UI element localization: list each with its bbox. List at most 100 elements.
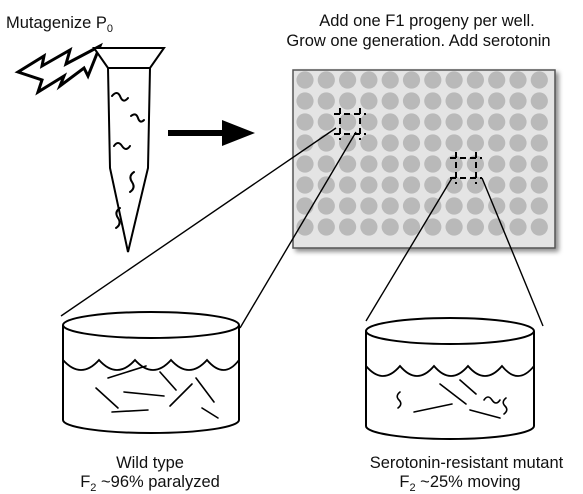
well [509, 197, 527, 215]
well [445, 71, 463, 89]
well [360, 113, 378, 131]
well [381, 113, 399, 131]
well [445, 197, 463, 215]
well [296, 218, 314, 236]
mut-title: Serotonin-resistant mutant [369, 454, 564, 472]
well [381, 218, 399, 236]
well [530, 92, 548, 110]
well [317, 197, 335, 215]
well [339, 92, 357, 110]
well [488, 92, 506, 110]
well [360, 197, 378, 215]
well [317, 218, 335, 236]
well [402, 155, 421, 173]
well [530, 155, 548, 173]
well [360, 92, 378, 110]
well [317, 71, 335, 89]
step2-line2: Grow one generation. Add serotonin [286, 32, 551, 50]
well [530, 71, 548, 89]
well [360, 155, 378, 173]
well [381, 155, 399, 173]
well [509, 113, 527, 131]
well [317, 155, 335, 173]
mut-stat: F2 ~25% moving [399, 473, 521, 494]
well [530, 197, 548, 215]
well [466, 218, 484, 236]
well [360, 71, 378, 89]
well [402, 218, 421, 236]
well [509, 218, 527, 236]
well [339, 71, 357, 89]
highlight-well-2 [450, 152, 482, 184]
well [445, 92, 463, 110]
well [488, 113, 506, 131]
dish-icon [62, 311, 240, 434]
well [339, 176, 357, 194]
well [466, 92, 484, 110]
well [381, 134, 399, 152]
dish-icon [365, 317, 535, 440]
well [402, 197, 421, 215]
well [402, 92, 421, 110]
tube-icon [92, 47, 166, 253]
well [381, 71, 399, 89]
well [424, 134, 442, 152]
well [466, 176, 484, 194]
well [509, 92, 527, 110]
well [466, 113, 484, 131]
well [360, 218, 378, 236]
well [488, 134, 506, 152]
well [466, 71, 484, 89]
well [424, 71, 442, 89]
well [445, 218, 463, 236]
well [296, 71, 314, 89]
highlight-well-1 [334, 108, 366, 140]
well [296, 197, 314, 215]
well [296, 155, 314, 173]
well [339, 218, 357, 236]
well [339, 113, 357, 131]
well [424, 218, 442, 236]
step1-label: Mutagenize P0 [6, 14, 114, 35]
well [424, 155, 442, 173]
well [317, 113, 335, 131]
well [296, 176, 314, 194]
well [402, 134, 421, 152]
well [317, 92, 335, 110]
well [317, 134, 335, 152]
well [530, 176, 548, 194]
well [509, 176, 527, 194]
well [466, 197, 484, 215]
well-plate [292, 69, 556, 249]
well [381, 176, 399, 194]
well [296, 92, 314, 110]
well [360, 176, 378, 194]
wt-title: Wild type [116, 454, 184, 472]
well [402, 113, 421, 131]
well [488, 176, 506, 194]
well [445, 134, 463, 152]
well [488, 71, 506, 89]
well [424, 113, 442, 131]
well [445, 155, 463, 173]
well [381, 92, 399, 110]
lightning-icon [14, 42, 103, 96]
well [339, 197, 357, 215]
well [360, 134, 378, 152]
wt-stat: F2 ~96% paralyzed [80, 473, 220, 494]
well [509, 71, 527, 89]
well [402, 71, 421, 89]
well [488, 155, 506, 173]
well [381, 197, 399, 215]
well [339, 155, 357, 173]
well [445, 113, 463, 131]
well [530, 218, 548, 236]
well [509, 155, 527, 173]
zoom-lines [60, 127, 544, 329]
well [530, 134, 548, 152]
well [296, 134, 314, 152]
arrow-icon [168, 120, 255, 146]
well [402, 176, 421, 194]
